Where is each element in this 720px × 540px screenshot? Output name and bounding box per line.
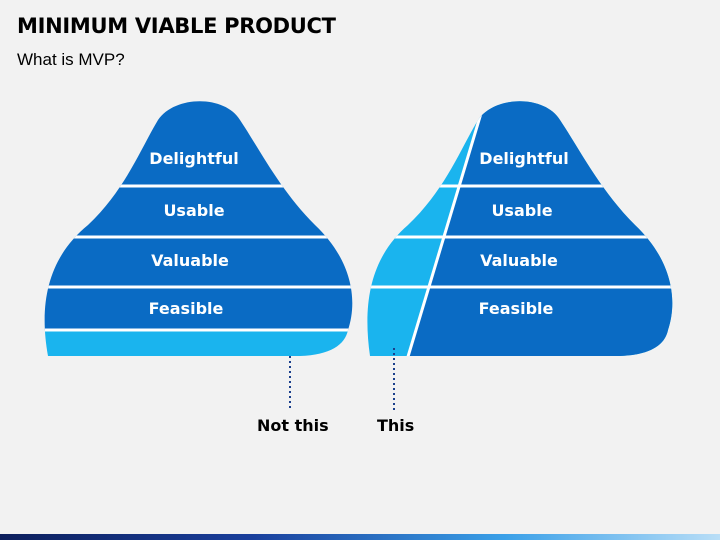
page-title: MINIMUM VIABLE PRODUCT	[17, 14, 336, 38]
right-layer-delightful: Delightful	[479, 149, 568, 168]
right-layer-valuable: Valuable	[480, 251, 558, 270]
right-pyramid	[367, 101, 673, 356]
left-layer-valuable: Valuable	[151, 251, 229, 270]
left-layer-delightful: Delightful	[149, 149, 238, 168]
left-pyramid	[44, 101, 353, 356]
left-layer-usable: Usable	[163, 201, 224, 220]
diagonal-separator	[402, 101, 490, 356]
left-layer-feasible: Feasible	[149, 299, 224, 318]
page-subtitle: What is MVP?	[17, 50, 125, 69]
right-layer-usable: Usable	[491, 201, 552, 220]
not-this-label: Not this	[257, 416, 329, 435]
footer-bar	[0, 534, 720, 540]
right-layer-feasible: Feasible	[479, 299, 554, 318]
this-label: This	[377, 416, 415, 435]
left-light-base	[44, 330, 353, 356]
